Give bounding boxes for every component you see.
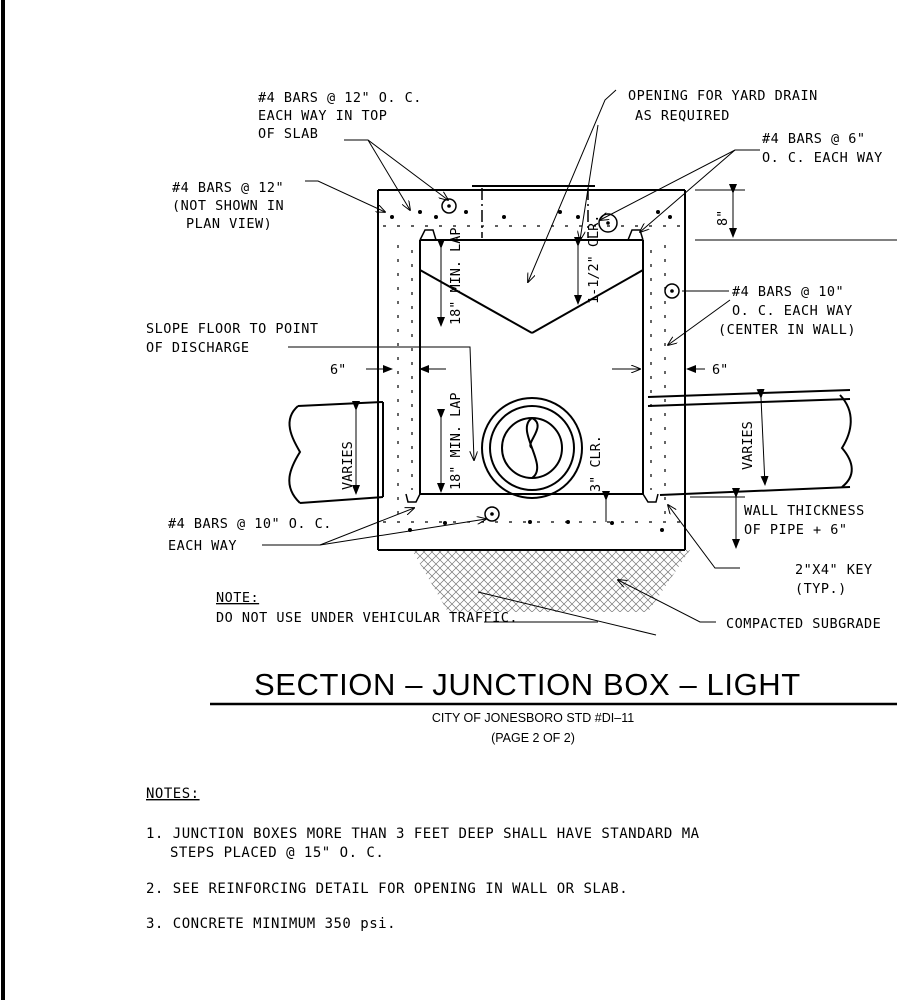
top-bars-callout-1: #4 BARS @ 12" O. C.: [258, 90, 422, 106]
dim-slab-thickness: 8": [715, 210, 731, 226]
wall-bars-callout-1: #4 BARS @ 10": [732, 284, 844, 300]
note-1b: STEPS PLACED @ 15" O. C.: [170, 845, 384, 861]
right-bars6-callout-1: #4 BARS @ 6": [762, 131, 866, 147]
dim-lap-upper: 18" MIN. LAP: [448, 227, 464, 325]
note-3: 3. CONCRETE MINIMUM 350 psi.: [146, 916, 396, 932]
bottom-bars-callout-1: #4 BARS @ 10" O. C.: [168, 516, 332, 532]
compacted-subgrade-hatch: [412, 550, 690, 612]
wall-thickness-callout-1: WALL THICKNESS: [744, 503, 865, 519]
leader-lines: [262, 89, 760, 636]
right-pipe: [647, 389, 853, 496]
bar-circle-wall: [664, 283, 680, 299]
wall-bars-callout-3: (CENTER IN WALL): [718, 322, 856, 338]
dim-wall-right: 6": [712, 362, 728, 378]
opening-callout-1: OPENING FOR YARD DRAIN: [628, 88, 818, 104]
compacted-subgrade-callout: COMPACTED SUBGRADE: [726, 616, 881, 632]
note-2: 2. SEE REINFORCING DETAIL FOR OPENING IN…: [146, 881, 628, 897]
note-1a: 1. JUNCTION BOXES MORE THAN 3 FEET DEEP …: [146, 826, 700, 842]
dim-wall-left: 6": [330, 362, 346, 378]
left-pipe: [288, 401, 384, 504]
outlet-pipe-circle: [481, 397, 583, 499]
dim-varies-right: VARIES: [740, 421, 756, 470]
side-bars-callout-2: (NOT SHOWN IN: [172, 198, 284, 214]
wall-thickness-callout-2: OF PIPE + 6": [744, 522, 848, 538]
section-title: SECTION – JUNCTION BOX – LIGHT: [254, 667, 801, 702]
slope-floor-callout-1: SLOPE FLOOR TO POINT: [146, 321, 319, 337]
note-heading: NOTE:: [216, 590, 259, 606]
top-bars-callout-3: OF SLAB: [258, 126, 318, 142]
opening-callout-2: AS REQUIRED: [635, 108, 730, 124]
dim-top-clearance: 1-1/2" CLR.: [586, 215, 602, 304]
dimension-lines: [352, 184, 897, 549]
side-bars-callout-3: PLAN VIEW): [186, 216, 272, 232]
dim-lap-lower: 18" MIN. LAP: [448, 392, 464, 490]
right-bars6-callout-2: O. C. EACH WAY: [762, 150, 883, 166]
note-text: DO NOT USE UNDER VEHICULAR TRAFFIC.: [216, 610, 518, 626]
side-bars-callout-1: #4 BARS @ 12": [172, 180, 284, 196]
title-subtitle-1: CITY OF JONESBORO STD #DI–11: [432, 711, 634, 725]
wall-bars-callout-2: O. C. EACH WAY: [732, 303, 853, 319]
title-subtitle-2: (PAGE 2 OF 2): [491, 731, 575, 745]
key-callout-1: 2"X4" KEY: [795, 562, 873, 578]
notes-heading: NOTES:: [146, 786, 200, 802]
bottom-bars-callout-2: EACH WAY: [168, 538, 237, 554]
bar-circle-bottom: [484, 506, 500, 522]
slope-floor-callout-2: OF DISCHARGE: [146, 340, 250, 356]
key-callout-2: (TYP.): [795, 581, 847, 597]
haunches: [405, 229, 659, 503]
top-bars-callout-2: EACH WAY IN TOP: [258, 108, 387, 124]
box-outline: [377, 185, 686, 551]
rebar-dots: [390, 210, 672, 532]
dim-bottom-clearance: 3" CLR.: [588, 435, 604, 492]
dim-varies-left: VARIES: [340, 441, 356, 490]
yard-drain-centerlines: [481, 188, 589, 238]
